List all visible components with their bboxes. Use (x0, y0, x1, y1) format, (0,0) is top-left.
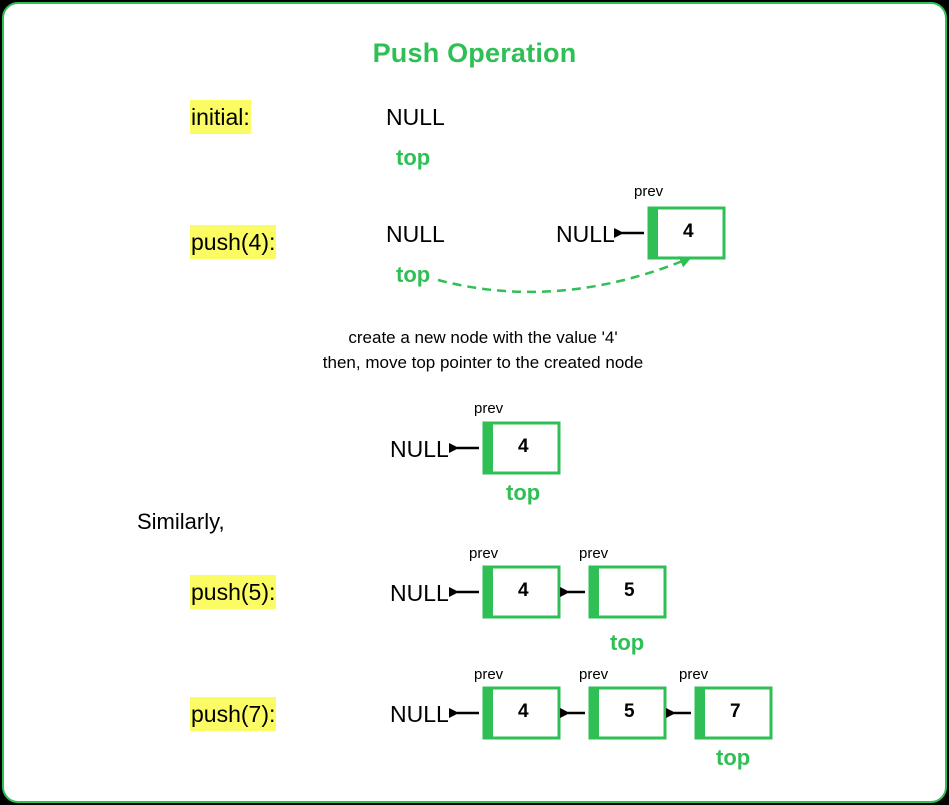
caption-line-1: create a new node with the value '4' (348, 328, 618, 347)
push7-label: push(7): (190, 697, 277, 731)
null-push7: NULL (390, 701, 449, 727)
node-value-4-c: 4 (518, 580, 529, 601)
prev-label-push7-c: prev (679, 666, 709, 683)
page-title: Push Operation (372, 38, 577, 68)
node-value-4-d: 4 (518, 701, 529, 722)
node-value-7: 7 (730, 701, 741, 722)
node-box-4-d (482, 686, 561, 740)
dashed-move-arrow (437, 256, 692, 294)
prev-label-push5-a: prev (469, 545, 499, 562)
similarly-text: Similarly, (137, 509, 225, 534)
null-initial: NULL (386, 104, 445, 130)
prev-label-push7-a: prev (474, 666, 504, 683)
caption-line-2: then, move top pointer to the created no… (322, 353, 644, 372)
node-value-4-b: 4 (518, 436, 529, 457)
initial-label: initial: (190, 100, 251, 134)
node-box-5-b (588, 686, 667, 740)
null-push4-right: NULL (556, 221, 615, 247)
push4-label: push(4): (190, 225, 277, 259)
top-pointer-push5: top (610, 630, 645, 655)
null-result: NULL (390, 436, 449, 462)
node-value-5-a: 5 (624, 580, 635, 601)
top-pointer-push4: top (396, 262, 431, 287)
null-push4-left: NULL (386, 221, 445, 247)
push5-label: push(5): (190, 575, 277, 609)
prev-label-push5-b: prev (579, 545, 609, 562)
node-value-4-a: 4 (683, 221, 694, 242)
node-box-4-c (482, 565, 561, 619)
node-value-5-b: 5 (624, 701, 635, 722)
prev-label-result: prev (474, 400, 504, 417)
null-push5: NULL (390, 580, 449, 606)
top-pointer-result: top (506, 480, 541, 505)
node-box-7 (694, 686, 773, 740)
node-box-4-b (482, 421, 561, 475)
prev-label-push4: prev (634, 183, 664, 200)
top-pointer-initial: top (396, 145, 431, 170)
node-box-5-a (588, 565, 667, 619)
prev-label-push7-b: prev (579, 666, 609, 683)
top-pointer-push7: top (716, 745, 751, 770)
